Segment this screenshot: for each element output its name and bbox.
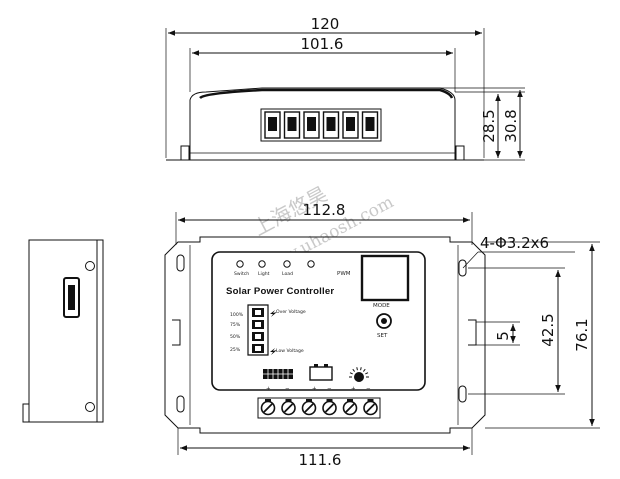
battery-gauge-frame [247,304,269,356]
display-window [360,254,410,302]
polarity-plus: + [266,386,271,392]
side-screw-top [85,261,95,271]
lamp-icon [354,372,364,382]
set-knob-center [381,318,387,324]
mount-slot-br [458,385,467,403]
top-tab-left [180,145,190,161]
terminal-clamp [347,399,353,402]
solar-panel-grid [263,369,293,379]
terminal-screw-top [346,117,355,131]
dim-hole-spacing: 42.5 [539,313,557,346]
top-view-body [189,87,456,161]
pct-label-100: 100% [230,312,244,318]
screw-slot [283,403,294,413]
pwm-label: PWM [337,271,351,277]
dim-top-outer-height: 30.8 [502,109,520,142]
led-pwm [307,260,315,268]
pct-label-50: 50% [230,334,241,340]
hole-spec: 4-Φ3.2x6 [480,234,549,252]
pct-label-25: 25% [230,347,241,353]
terminal-block-top [260,108,382,142]
led-load [283,260,291,268]
battery-terminal-icon [314,364,318,367]
battery-terminal-icon [324,364,328,367]
dim-top-inner-width: 101.6 [301,35,344,53]
dim-top-outer-width: 120 [311,15,340,33]
low-voltage-bolt-icon [270,348,277,355]
lamp-ray [360,367,362,371]
screw-slot [324,403,335,413]
over-voltage-bolt-icon [270,310,277,317]
side-tab [22,403,30,423]
top-view: 120 101.6 28.5 30.8 [165,15,525,161]
mount-slot-tr [458,259,467,277]
pct-label-75: 75% [230,322,241,328]
terminal-screw-top [365,117,375,131]
hole-leader [462,251,479,269]
front-view: 112.8 Switch Light Load PWM Solar Power … [164,201,600,469]
over-voltage-label: Over Voltage [276,309,306,315]
polarity-minus: − [327,386,332,392]
lamp-ray [365,372,369,375]
battery-segment-window [255,310,261,315]
terminal-screw-top [268,117,277,131]
battery-gauge-segments [252,308,264,353]
polarity-minus: − [285,386,290,392]
lamp-ray [356,367,358,371]
dim-front-height: 76.1 [573,318,591,351]
terminal-screw-top [326,117,336,131]
set-label: SET [377,333,388,339]
battery-segment-window [255,346,261,351]
dim-front-upper-width: 112.8 [303,201,346,219]
terminal-clamp [285,399,292,402]
lamp-ray [362,368,366,372]
led-switch [236,260,244,268]
terminal-clamp [326,399,333,402]
mount-slot-tl [176,254,185,272]
led-label-load: Load [282,271,293,277]
polarity-plus: + [351,386,356,392]
mount-slot-bl [176,395,185,413]
battery-segment-window [255,322,261,327]
lamp-rays-icon [349,367,369,378]
terminal-screws-front [260,399,378,416]
polarity-plus: + [312,386,317,392]
dim-top-inner-height: 28.5 [480,109,498,142]
screw-slot [304,403,314,413]
panel-title: Solar Power Controller [226,286,334,297]
wing-right [468,319,477,346]
terminal-block-front [257,397,381,419]
side-view-body [28,239,104,423]
terminal-clamp [265,399,271,402]
front-housing-inner [189,245,459,425]
polarity-minus: − [366,386,371,392]
screw-slot [263,403,273,413]
led-label-light: Light [258,271,270,277]
lamp-ray [352,368,356,372]
side-view [22,239,104,423]
led-label-switch: Switch [234,271,249,277]
side-screw-bottom [85,402,95,412]
lamp-ray [349,372,353,375]
top-tab-right [455,145,465,161]
top-rim [199,88,454,100]
terminal-screw-top [287,117,297,131]
screw-slot [365,403,376,413]
terminal-clamp [306,399,312,402]
low-voltage-label: Low Voltage [276,348,304,354]
led-light [258,260,266,268]
dim-front-lower-width: 111.6 [299,451,342,469]
usb-port-inner [68,285,75,310]
terminal-screws-top [264,111,379,139]
terminal-screw-top [307,117,316,131]
terminal-clamp [367,399,374,402]
front-housing [164,236,486,434]
wing-left [172,319,181,346]
mode-label: MODE [373,303,390,309]
battery-icon [309,366,333,381]
battery-segment-window [255,334,261,339]
dim-slot: 5 [494,331,512,341]
screw-slot [345,403,355,413]
